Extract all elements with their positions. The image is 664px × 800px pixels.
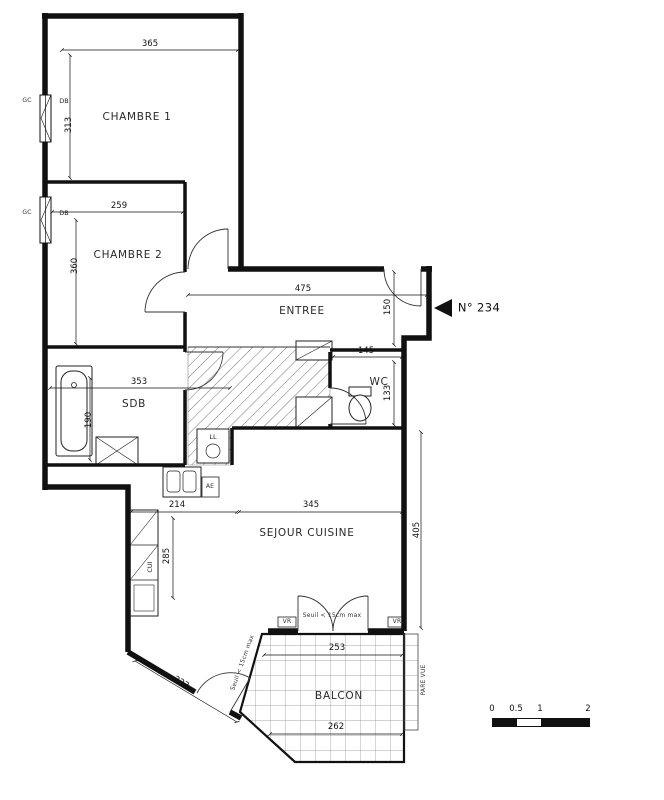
vr-box-left [277,616,297,628]
room-label-sdb: SDB [121,397,147,410]
gc-label-bottom: GC [22,209,32,216]
washing-machine-icon [196,428,230,464]
scale-label-05: 0.5 [509,704,523,714]
dim-balcon-bottom-width: 262 [327,721,345,732]
ae-box [201,476,220,498]
scale-bar-segments [492,718,590,727]
dim-chambre2-width: 259 [110,200,128,211]
room-label-sejour-cuisine: SEJOUR CUISINE [259,526,355,539]
db-label-bottom: DB [59,208,69,217]
scale-label-0: 0 [489,704,495,714]
dim-sejour-height: 405 [411,521,422,539]
vr-label-left: VR [282,618,292,625]
room-label-cui: CUI [145,561,154,573]
entrance-arrow-icon [434,299,452,317]
dim-sejour-width: 345 [302,499,320,510]
pare-vue-screen [403,633,419,731]
toilet-icon [348,386,372,422]
pare-vue-label: PARE VUE [420,664,427,696]
seuil-label-main: Seuil < 15cm max [302,612,362,619]
room-label-chambre2: CHAMBRE 2 [93,248,163,261]
scale-segment-black-2 [541,719,589,726]
dim-balcon-top-width: 253 [328,642,346,653]
chambre2-door-arc [144,271,186,313]
dimension-lines [48,48,429,736]
window-icon [39,94,52,244]
scale-segment-white [517,719,541,726]
dim-wc-width: 145 [357,345,375,356]
dim-sdb-height: 190 [83,411,94,429]
room-label-wc: WC [369,375,389,388]
room-label-entree: ENTREE [279,304,325,317]
dim-kitchen-width: 214 [168,499,186,510]
scale-bar: 0 0.5 1 2 [489,704,592,736]
balcony-door-left-arc [297,595,334,632]
chambre1-door-arc [187,228,229,270]
dim-chambre1-height: 313 [63,116,74,134]
dim-sdb-width: 353 [130,376,148,387]
vr-label-right: VR [392,618,402,625]
apartment-number: N° 234 [457,300,501,315]
gc-label-top: GC [22,97,32,104]
scale-label-1: 1 [537,704,543,714]
interior-walls [45,180,404,467]
kitchen-counter-icon [129,509,159,617]
balcony-tiles [238,632,419,764]
dim-chambre1-width: 365 [141,38,159,49]
dim-chambre2-height: 360 [69,257,80,275]
scale-label-2: 2 [585,704,591,714]
washbasin-icon [95,436,139,466]
dim-entree-height: 150 [382,298,393,316]
dim-wc-height: 133 [382,384,393,402]
balcony-door-right-arc [332,595,369,632]
db-label-top: DB [59,96,69,105]
wc-door-arc [329,387,367,425]
kitchen-sink-icon [162,466,202,498]
washing-machine-label: LL [209,432,217,441]
dim-kitchen-height: 285 [161,547,172,565]
dim-entree-width: 475 [294,283,312,294]
cupboard-icon [295,340,333,429]
ae-label: AE [205,483,215,490]
room-label-chambre1: CHAMBRE 1 [102,110,172,123]
room-label-balcon: BALCON [315,689,363,702]
scale-segment-black-1 [493,719,517,726]
